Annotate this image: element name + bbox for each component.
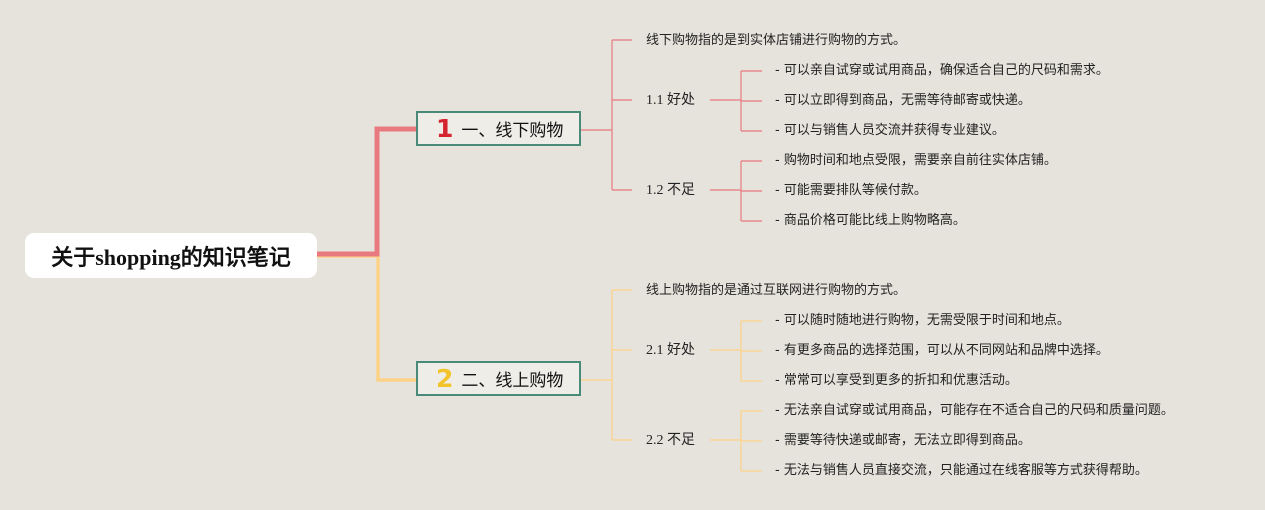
root-node[interactable]: 关于shopping的知识笔记 (25, 233, 317, 278)
online-pro-item: - 有更多商品的选择范围，可以从不同网站和品牌中选择。 (775, 343, 1109, 358)
root-connector-lower (316, 254, 416, 382)
offline-pro-item: - 可以亲自试穿或试用商品，确保适合自己的尺码和需求。 (775, 63, 1109, 78)
offline-pro-item: - 可以立即得到商品，无需等待邮寄或快递。 (775, 93, 1031, 108)
offline-pros-label: 1.1 好处 (646, 93, 695, 108)
online-pros-label: 2.1 好处 (646, 343, 695, 358)
offline-cons-label: 1.2 不足 (646, 183, 695, 198)
online-definition: 线上购物指的是通过互联网进行购物的方式。 (646, 283, 907, 298)
online-con-item: - 需要等待快递或邮寄，无法立即得到商品。 (775, 433, 1031, 448)
offline-definition: 线下购物指的是到实体店铺进行购物的方式。 (646, 33, 907, 48)
offline-pro-item: - 可以与销售人员交流并获得专业建议。 (775, 123, 1005, 138)
online-con-item: - 无法亲自试穿或试用商品，可能存在不适合自己的尺码和质量问题。 (775, 403, 1174, 418)
branch1-connectors (581, 39, 762, 222)
root-title: 关于shopping的知识笔记 (51, 244, 291, 270)
offline-con-item: - 商品价格可能比线上购物略高。 (775, 213, 966, 228)
online-cons-label: 2.2 不足 (646, 433, 695, 448)
branch-node-online[interactable]: 2 二、线上购物 (416, 361, 581, 396)
branch-title-offline: 一、线下购物 (461, 121, 564, 141)
branch2-connectors (581, 289, 762, 472)
online-con-item: - 无法与销售人员直接交流，只能通过在线客服等方式获得帮助。 (775, 463, 1148, 478)
branch-title-online: 二、线上购物 (461, 371, 564, 391)
branch-node-offline[interactable]: 1 一、线下购物 (416, 111, 581, 146)
offline-con-item: - 购物时间和地点受限，需要亲自前往实体店铺。 (775, 153, 1057, 168)
online-pro-item: - 常常可以享受到更多的折扣和优惠活动。 (775, 373, 1018, 388)
branch-number-1: 1 (436, 114, 454, 143)
online-pro-item: - 可以随时随地进行购物，无需受限于时间和地点。 (775, 313, 1070, 328)
offline-con-item: - 可能需要排队等候付款。 (775, 183, 927, 198)
branch-number-2: 2 (436, 364, 454, 393)
root-connector-upper (316, 126, 416, 257)
